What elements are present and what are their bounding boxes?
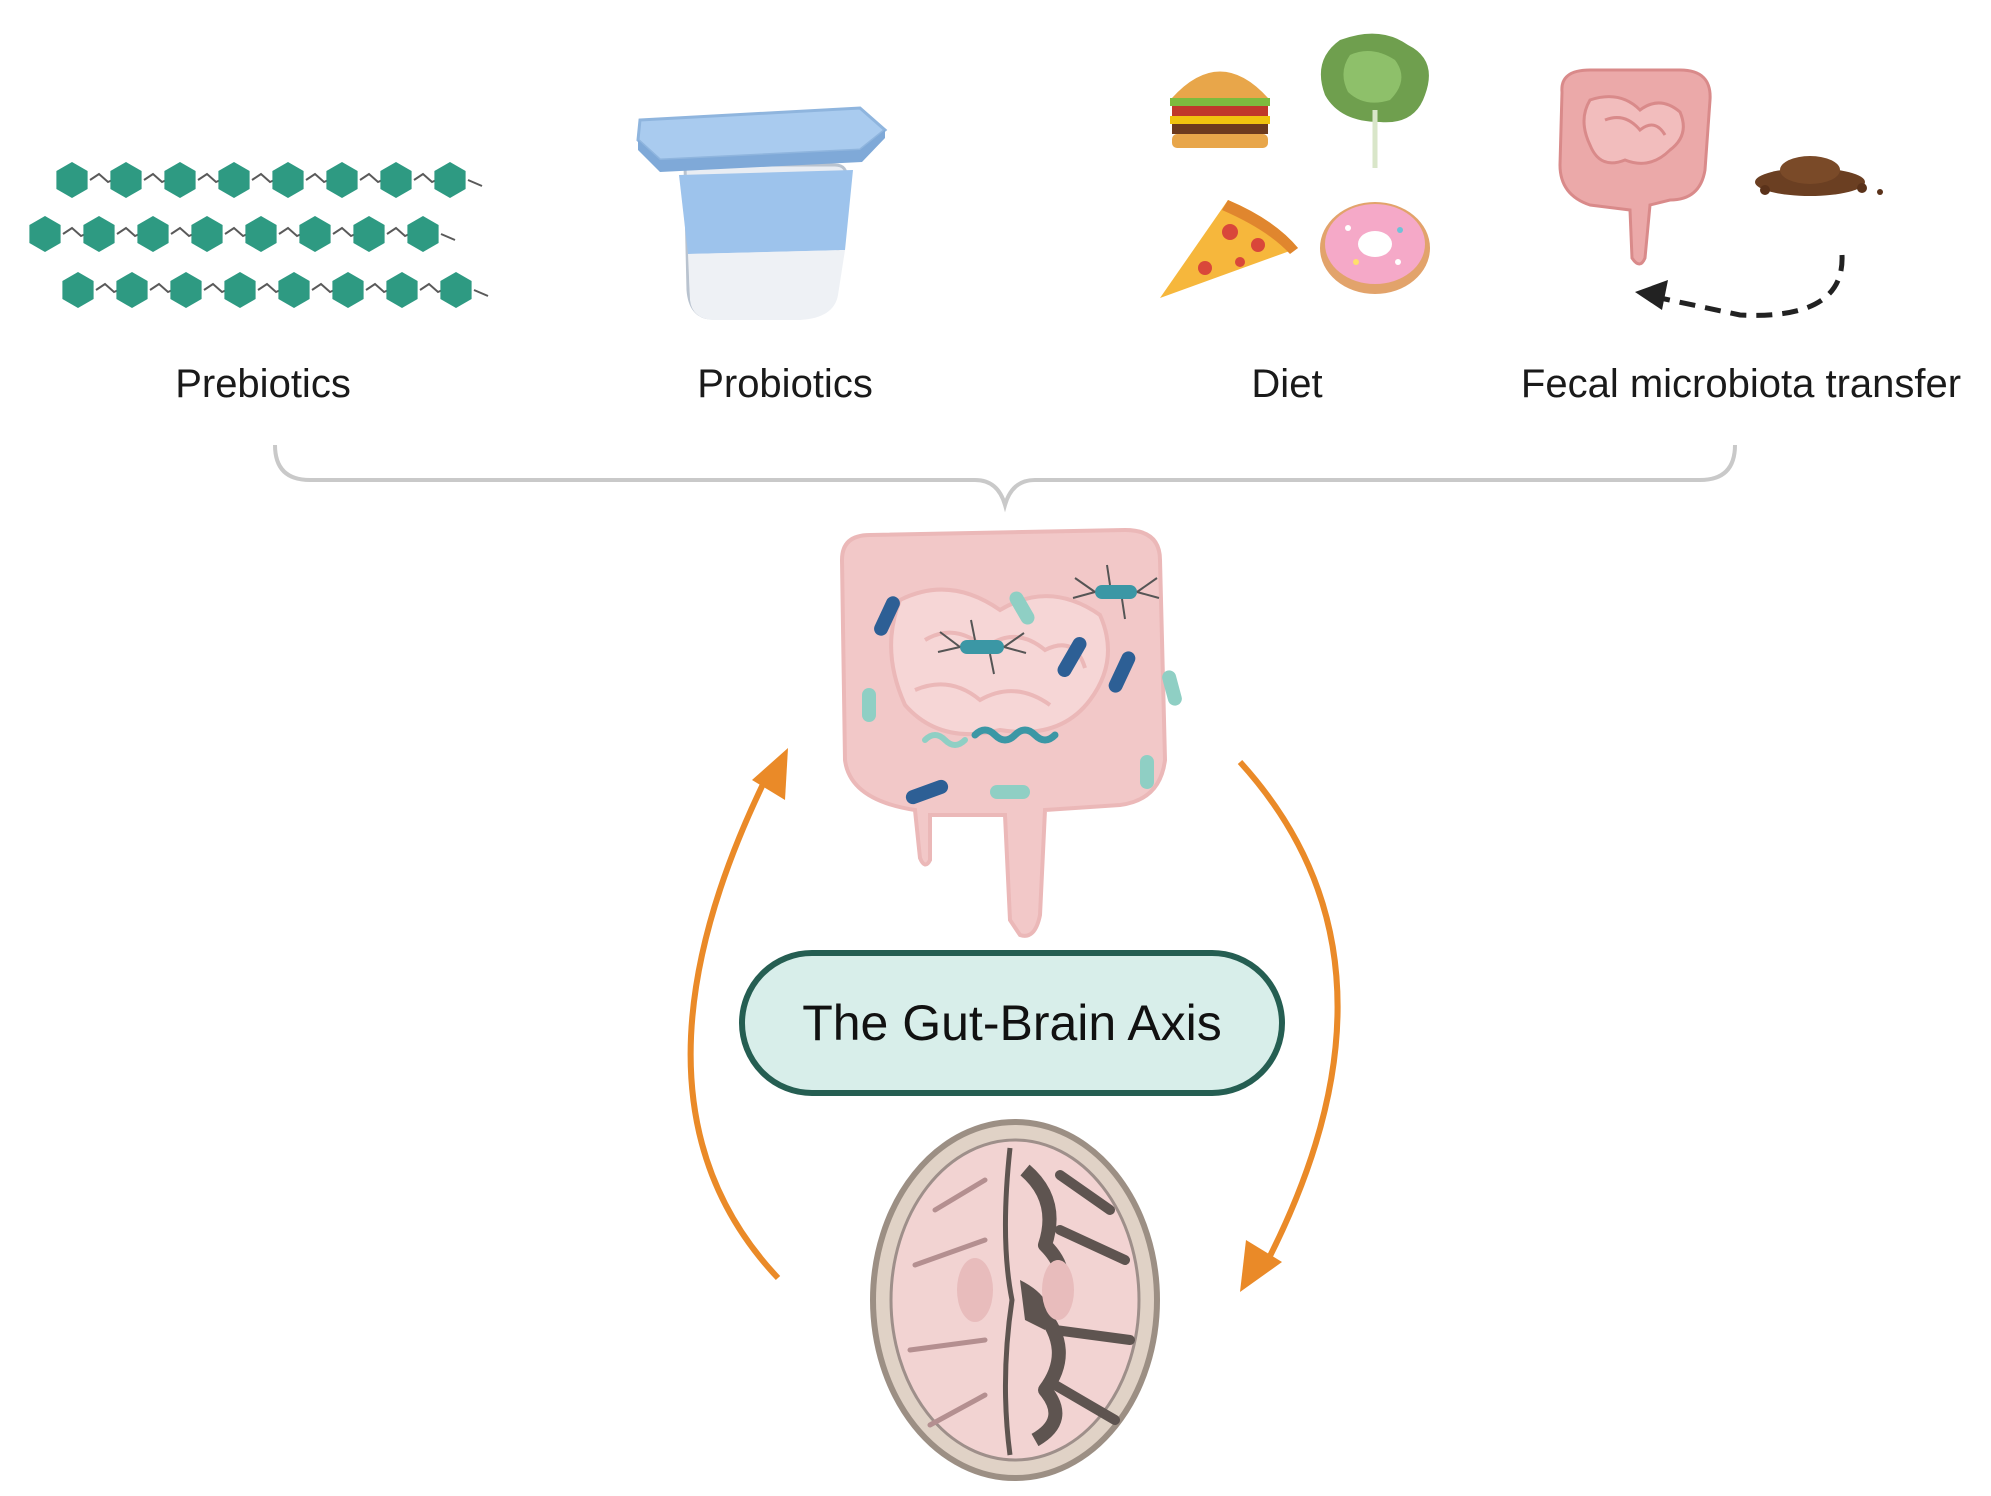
probiotics-label: Probiotics [697,362,873,406]
sugar-unit-hexagon [29,216,61,252]
grouping-brace [273,444,1737,513]
sugar-unit-hexagon [380,162,412,198]
bidirectional-cycle-arrows [687,748,1341,1292]
bacterium-icon [1108,651,1136,693]
bacterium-icon [1162,670,1182,706]
bacterium-icon [990,785,1030,799]
burger-icon [1170,71,1270,148]
sugar-unit-hexagon [326,162,358,198]
glycosidic-link [95,282,489,297]
bacterium-icon [862,688,876,722]
fecal-microbiota-transfer-label: Fecal microbiota transfer [1521,362,1961,406]
sugar-unit-hexagon [386,272,418,308]
gut-brain-axis-badge: The Gut-Brain Axis [739,950,1285,1096]
sugar-unit-hexagon [299,216,331,252]
sugar-unit-hexagon [407,216,439,252]
small-intestine-icon [1558,68,1712,266]
sugar-unit-hexagon [56,162,88,198]
sugar-unit-hexagon [191,216,223,252]
sugar-unit-hexagon [434,162,466,198]
donut-icon [1320,202,1430,294]
sugar-unit-hexagon [272,162,304,198]
prebiotics-label: Prebiotics [175,362,351,406]
sugar-unit-hexagon [332,272,364,308]
sugar-unit-hexagon [353,216,385,252]
sugar-unit-hexagon [137,216,169,252]
glycosidic-link [62,226,456,241]
sugar-unit-hexagon [245,216,277,252]
diet-label: Diet [1251,362,1322,406]
sugar-unit-hexagon [224,272,256,308]
spirochete-icon [971,726,1059,744]
sugar-unit-hexagon [164,162,196,198]
gut-brain-axis-label: The Gut-Brain Axis [802,995,1222,1051]
pizza-slice-icon [1160,200,1298,298]
sugar-unit-hexagon [110,162,142,198]
sugar-unit-hexagon [170,272,202,308]
bacterium-icon [1140,755,1154,789]
arrowhead [752,748,788,800]
sugar-unit-hexagon [440,272,472,308]
intestine-stool-transfer-icon [1558,68,1883,318]
bacterium-icon [1095,585,1137,599]
prebiotic-oligosaccharide-chain-icon [29,162,489,308]
transfer-dashed-arrow [1659,254,1845,318]
bacterium-icon [874,596,900,636]
gut-to-brain-arrow [1237,759,1341,1262]
sugar-unit-hexagon [83,216,115,252]
yogurt-cup-icon [636,106,888,320]
bacterium-icon [1009,591,1035,625]
lettuce-icon [1320,33,1429,168]
sugar-unit-hexagon [62,272,94,308]
glycosidic-link [89,172,483,187]
arrowhead [1635,280,1668,310]
food-items-icon [1160,33,1430,298]
sugar-unit-hexagon [116,272,148,308]
bacterium-icon [905,779,949,805]
bacterium-icon [960,640,1004,654]
arrowhead [1240,1240,1282,1292]
brain-axial-section-icon [870,1119,1160,1481]
sugar-unit-hexagon [278,272,310,308]
spirochete-icon [922,732,968,748]
sugar-unit-hexagon [218,162,250,198]
stool-sample-icon [1755,156,1883,196]
brain-to-gut-arrow [687,778,781,1281]
gut-microbiota-icon [839,527,1182,938]
bacterium-icon [1057,637,1087,677]
